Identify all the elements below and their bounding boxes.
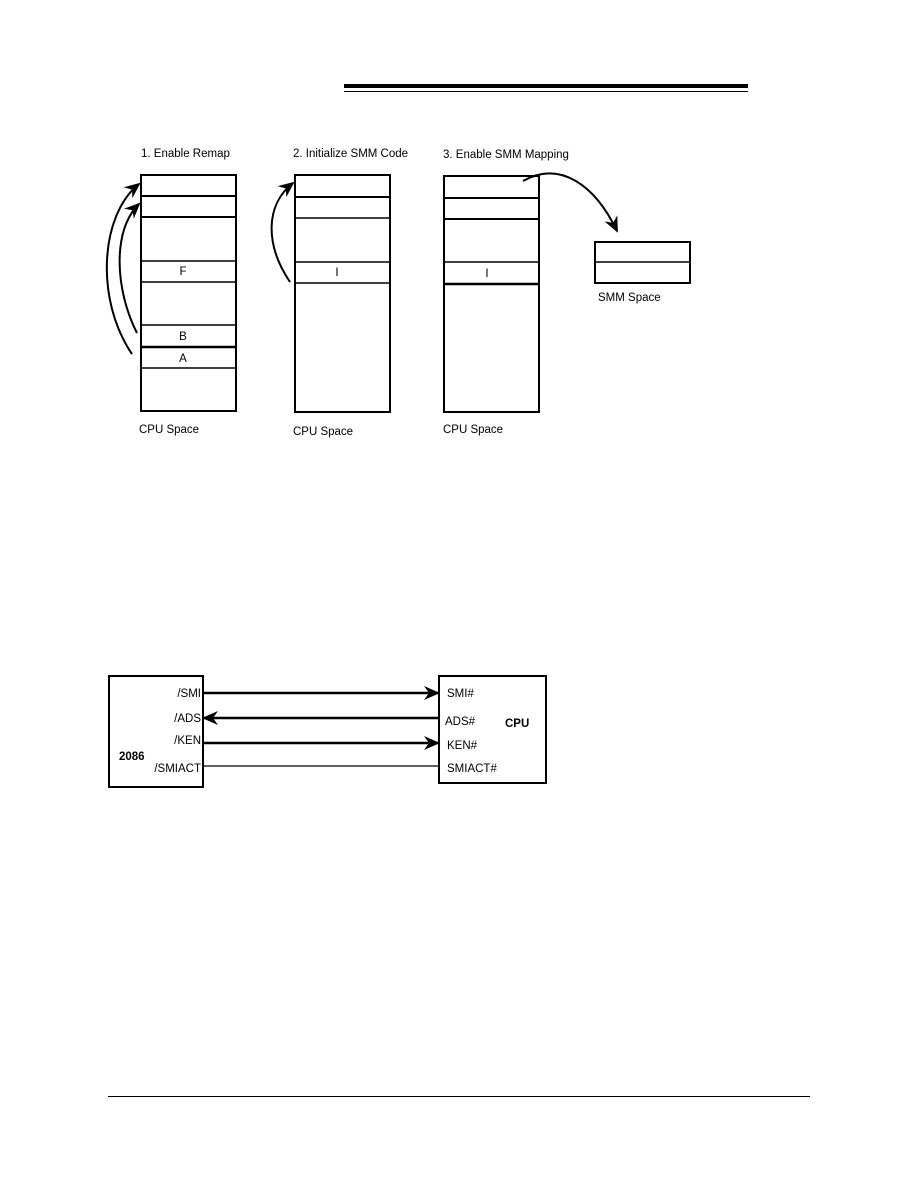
chip-pin-smiact: /SMIACT: [154, 763, 201, 775]
step3-memory-column: I: [443, 175, 540, 413]
smm-space-box: [594, 241, 691, 284]
cpu-pin-ads: ADS#: [445, 716, 476, 728]
step2-memory-column: I: [294, 174, 391, 413]
remap-arrow-outer: [105, 182, 141, 355]
step1-memory-column: F B A: [140, 174, 237, 412]
cell-a-label: A: [179, 353, 187, 365]
step2-cell-i-label: I: [335, 267, 338, 279]
chip-pin-ads: /ADS: [174, 713, 201, 725]
remap-arrow-inner: [118, 202, 141, 334]
step1-title: 1. Enable Remap: [141, 148, 230, 160]
cpu-pin-ken: KEN#: [447, 740, 478, 752]
initialize-arrow: [270, 181, 295, 283]
cpu-pin-smi: SMI#: [447, 688, 474, 700]
step3-cell-i-label: I: [485, 268, 488, 280]
cpu-pin-smiact: SMIACT#: [447, 763, 497, 775]
remap-figure: 1. Enable Remap 2. Initialize SMM Code 3…: [105, 148, 691, 438]
cell-f-label: F: [179, 266, 186, 278]
chip-label: 2086: [119, 751, 145, 763]
cpu-space-label-3: CPU Space: [443, 424, 503, 436]
chip-2086-box: [108, 675, 204, 788]
cpu-label: CPU: [505, 718, 529, 730]
footer-rule: [108, 1096, 810, 1097]
cpu-box: [438, 675, 547, 784]
step2-title: 2. Initialize SMM Code: [293, 148, 408, 160]
header-rule: [344, 84, 748, 92]
cell-b-label: B: [179, 331, 187, 343]
cpu-space-label-1: CPU Space: [139, 424, 199, 436]
chip-pin-smi: /SMI: [177, 688, 201, 700]
signal-figure: 2086 CPU /SMI /ADS /KEN /SMIACT SMI# ADS…: [108, 675, 547, 788]
cpu-space-label-2: CPU Space: [293, 426, 353, 438]
step3-title: 3. Enable SMM Mapping: [443, 149, 569, 161]
smm-mapping-arrow: [522, 172, 618, 233]
chip-pin-ken: /KEN: [174, 735, 201, 747]
smm-space-label: SMM Space: [598, 292, 661, 304]
